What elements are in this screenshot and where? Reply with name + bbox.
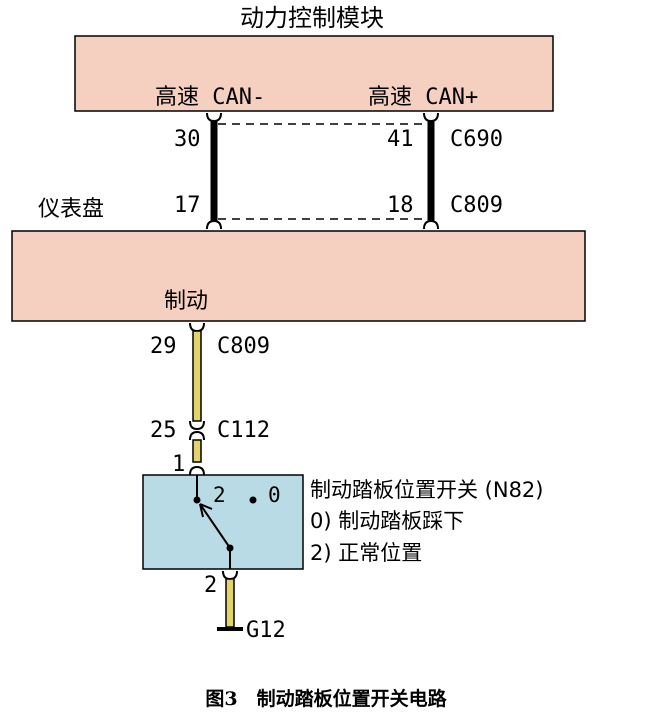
cluster-pin-17: 17 [174,193,201,218]
connector-symbol [206,219,222,230]
switch-pin-1: 1 [172,452,185,477]
switch-terminal-0-label: 0 [268,483,281,507]
connector-symbol [222,570,238,581]
switch-pin-2: 2 [204,573,217,598]
pcm-module-box [74,35,554,112]
connector-symbol [189,430,205,441]
cluster-module-box [11,230,586,322]
brake-signal-wire-upper [192,330,202,422]
connector-symbol [423,219,439,230]
inline-connector-label: C112 [217,418,270,443]
connector-symbol [189,420,205,431]
inline-pin-25: 25 [150,418,177,443]
cluster-connector-label: C809 [450,193,503,218]
connector-symbol [423,112,439,123]
pcm-pin-41: 41 [387,127,414,152]
cluster-brake-label: 制动 [164,289,208,314]
switch-terminal-2-dot [193,496,201,504]
switch-box [142,474,304,570]
pcm-pin-30: 30 [174,127,201,152]
connector-symbol [189,322,205,333]
switch-legend-normal: 2) 正常位置 [310,541,422,565]
connector-symbol [206,112,222,123]
brake-connector-label: C809 [217,334,270,359]
switch-legend-pressed: 0) 制动踏板踩下 [310,509,464,533]
switch-title: 制动踏板位置开关 (N82) [310,478,544,502]
pcm-can-high-label: 高速 CAN+ [368,85,478,110]
pcm-connector-label: C690 [450,127,503,152]
figure-caption: 图3 制动踏板位置开关电路 [205,687,447,710]
switch-terminal-0-dot [249,496,257,504]
switch-blade [199,503,231,549]
pcm-title: 动力控制模块 [240,4,384,32]
connector-symbol [189,465,205,476]
switch-terminal-2-label: 2 [213,483,226,507]
pcm-can-low-label: 高速 CAN- [155,85,265,110]
cluster-title: 仪表盘 [38,197,104,222]
switch-blade-arrowhead [199,503,213,518]
cluster-pin-18: 18 [387,193,414,218]
brake-pin-29: 29 [150,334,177,359]
ground-label: G12 [246,618,286,643]
brake-signal-wire-lower [192,439,202,463]
ground-wire [225,578,235,628]
